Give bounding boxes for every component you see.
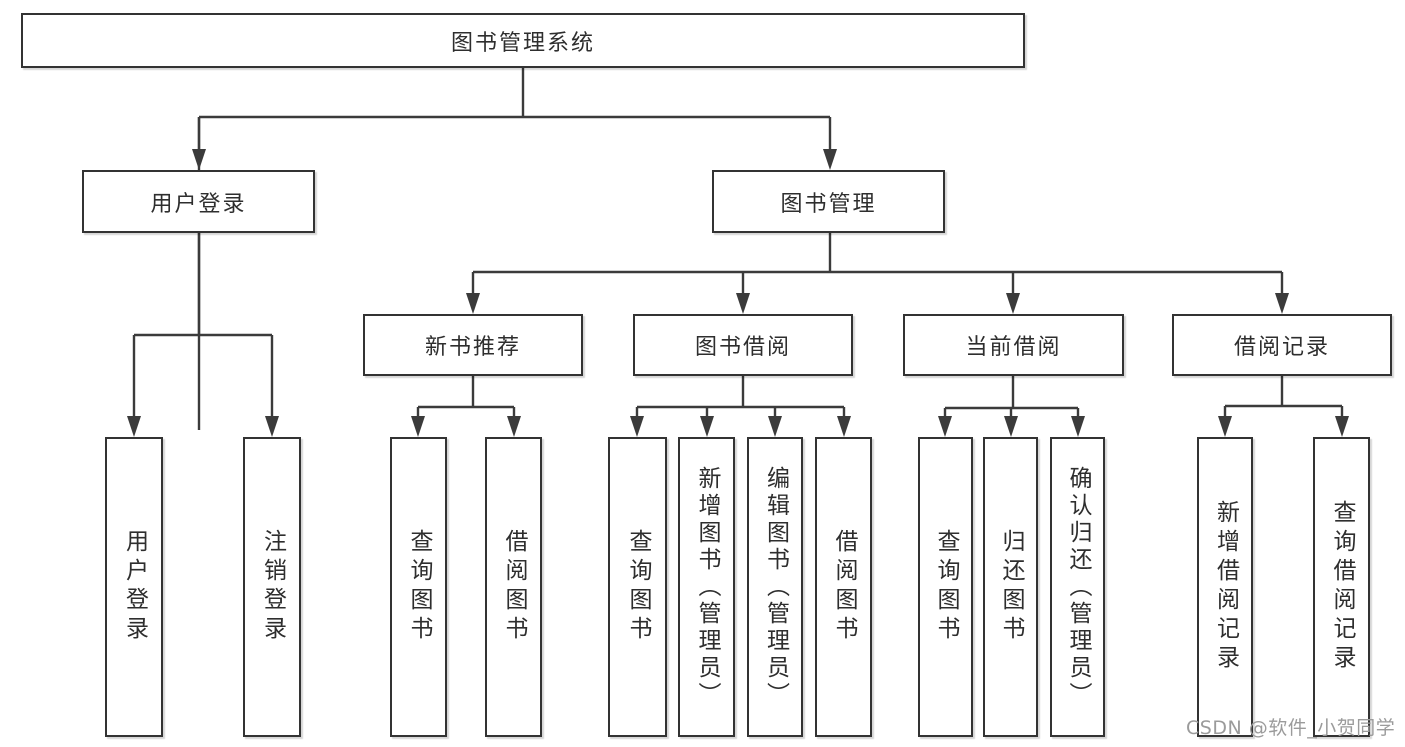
leaf-edit-book-admin-label: 编辑图书（管理员） — [762, 465, 789, 709]
leaf-add-borrow-record-label: 新增借阅记录 — [1212, 500, 1239, 674]
leaf-return-book: 归还图书 — [983, 437, 1038, 737]
leaf-query-books-recommend-label: 查询图书 — [406, 529, 432, 645]
node-user-login: 用户登录 — [82, 170, 315, 233]
leaf-edit-book-admin: 编辑图书（管理员） — [747, 437, 803, 737]
node-book-borrow-label: 图书借阅 — [694, 335, 791, 360]
leaf-add-book-admin-label: 新增图书（管理员） — [694, 465, 720, 709]
leaf-borrow-books-recommend: 借阅图书 — [485, 437, 542, 737]
node-borrow-records: 借阅记录 — [1172, 314, 1392, 376]
node-borrow-records-label: 借阅记录 — [1233, 335, 1330, 360]
leaf-query-borrow-record: 查询借阅记录 — [1313, 437, 1370, 737]
leaf-logout: 注销登录 — [243, 437, 301, 737]
node-new-book-recommend-label: 新书推荐 — [424, 335, 521, 360]
leaf-user-login-label: 用户登录 — [121, 529, 148, 645]
leaf-query-borrow-record-label: 查询借阅记录 — [1329, 500, 1355, 674]
leaf-borrow-books: 借阅图书 — [815, 437, 872, 737]
leaf-query-books-borrow: 查询图书 — [608, 437, 667, 737]
leaf-logout-label: 注销登录 — [259, 529, 286, 645]
leaf-borrow-books-recommend-label: 借阅图书 — [501, 529, 527, 645]
node-user-login-label: 用户登录 — [150, 191, 247, 217]
node-book-management-label: 图书管理 — [780, 191, 877, 217]
leaf-user-login: 用户登录 — [105, 437, 163, 737]
node-current-borrow: 当前借阅 — [903, 314, 1124, 376]
leaf-query-books-borrow-label: 查询图书 — [625, 529, 651, 645]
node-new-book-recommend: 新书推荐 — [363, 314, 583, 376]
leaf-return-book-label: 归还图书 — [998, 529, 1024, 645]
leaf-query-books-current-label: 查询图书 — [933, 529, 959, 645]
node-root-label: 图书管理系统 — [450, 30, 595, 56]
leaf-query-books-current: 查询图书 — [918, 437, 973, 737]
csdn-watermark: CSDN @软件_小贺同学 — [1186, 717, 1396, 739]
node-book-borrow: 图书借阅 — [633, 314, 853, 376]
node-current-borrow-label: 当前借阅 — [965, 335, 1062, 360]
node-book-management: 图书管理 — [712, 170, 945, 233]
leaf-add-book-admin: 新增图书（管理员） — [678, 437, 735, 737]
node-root: 图书管理系统 — [21, 13, 1025, 68]
leaf-query-books-recommend: 查询图书 — [390, 437, 447, 737]
leaf-confirm-return-admin-label: 确认归还（管理员） — [1065, 465, 1091, 709]
leaf-confirm-return-admin: 确认归还（管理员） — [1050, 437, 1105, 737]
leaf-borrow-books-label: 借阅图书 — [831, 529, 857, 645]
leaf-add-borrow-record: 新增借阅记录 — [1197, 437, 1253, 737]
